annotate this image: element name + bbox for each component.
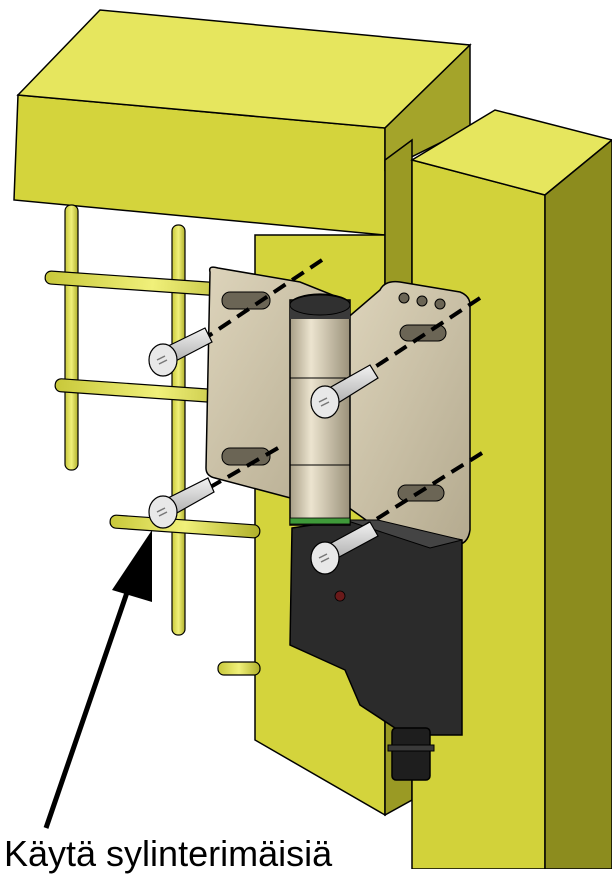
pointer-arrow xyxy=(43,530,152,829)
mounting-slot xyxy=(399,324,447,342)
switch-housing-top xyxy=(344,519,463,549)
mesh-bar-vertical xyxy=(64,204,79,471)
arrow-head xyxy=(112,530,152,602)
screws xyxy=(148,327,379,575)
mounting-slot xyxy=(221,447,271,466)
axis-line xyxy=(186,446,280,502)
screw xyxy=(148,327,213,377)
right-mounting-plate xyxy=(344,280,471,546)
mounting-hole xyxy=(398,292,410,304)
connector-plug-ring xyxy=(387,744,435,752)
hinge-switch xyxy=(205,266,471,781)
screw xyxy=(148,477,215,529)
knuckle-cap-top xyxy=(289,294,351,316)
mesh-bar-horizontal xyxy=(217,661,261,676)
connector-plug xyxy=(391,727,431,781)
green-seal-ring xyxy=(289,517,351,525)
mounting-hole xyxy=(434,298,446,310)
screw xyxy=(310,364,379,419)
fixed-post-side xyxy=(544,139,612,869)
screw xyxy=(310,521,379,575)
mesh-bar-horizontal xyxy=(109,514,261,539)
instruction-caption: Käytä sylinterimäisiä xyxy=(4,833,333,874)
mounting-hole xyxy=(416,295,428,307)
axis-line xyxy=(193,258,324,347)
fixed-post-top xyxy=(410,109,612,196)
status-led xyxy=(334,590,346,602)
